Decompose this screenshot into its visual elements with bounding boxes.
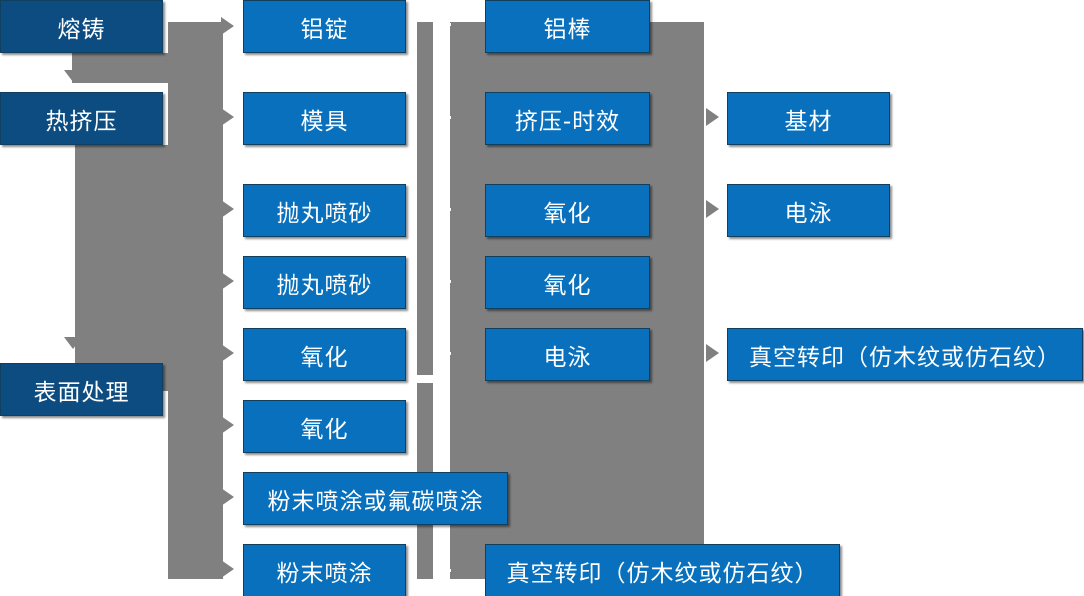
- stage-label-surface-treatment: 表面处理: [33, 379, 130, 406]
- operation-box-electrophoresis[interactable]: 电泳: [485, 328, 650, 381]
- fanout-arrow-6: [221, 416, 234, 434]
- connector-extrusion-to-surface-arrow: [64, 337, 82, 349]
- output-arrow-vacuum-transfer: [706, 344, 719, 362]
- fanout-arrow-3: [221, 200, 234, 218]
- process-label-powder-or-fluorocarbon: 粉末喷涂或氟碳喷涂: [267, 488, 484, 515]
- process-box-shot-blasting-1[interactable]: 抛丸喷砂: [243, 184, 406, 237]
- connector-extrusion-to-surface-band: [75, 145, 182, 363]
- operation-label-oxidation-2: 氧化: [543, 272, 592, 299]
- stage-box-hot-extrusion[interactable]: 热挤压: [0, 92, 163, 145]
- operation-box-oxidation-1[interactable]: 氧化: [485, 184, 650, 237]
- fanout-arrow-4: [221, 272, 234, 290]
- middle-bar-narrow-top: [417, 22, 433, 375]
- output-box-substrate[interactable]: 基材: [727, 92, 890, 145]
- fanout-arrow-7: [221, 488, 234, 506]
- operation-box-aluminum-bar[interactable]: 铝棒: [485, 0, 650, 53]
- output-label-electrophoresis: 电泳: [784, 200, 833, 227]
- output-box-vacuum-transfer[interactable]: 真空转印（仿木纹或仿石纹）: [727, 328, 1083, 381]
- middle-tick-5: [433, 352, 451, 355]
- output-label-vacuum-transfer: 真空转印（仿木纹或仿石纹）: [749, 344, 1061, 371]
- process-label-shot-blasting-2: 抛丸喷砂: [276, 272, 373, 299]
- output-arrow-substrate: [706, 108, 719, 126]
- process-box-oxidation-2[interactable]: 氧化: [243, 400, 406, 453]
- operation-box-extrusion-aging[interactable]: 挤压-时效: [485, 92, 650, 145]
- operation-label-oxidation-1: 氧化: [543, 200, 592, 227]
- process-box-aluminum-ingot[interactable]: 铝锭: [243, 0, 406, 53]
- connector-melt-to-extrusion-band: [72, 53, 182, 83]
- operation-label-aluminum-bar: 铝棒: [543, 16, 592, 43]
- middle-tick-6: [433, 569, 451, 572]
- fanout-arrow-1: [221, 17, 234, 35]
- fanout-arrow-2: [221, 108, 234, 126]
- fanout-bar-left: [168, 22, 223, 579]
- process-label-oxidation-1: 氧化: [300, 344, 349, 371]
- output-box-electrophoresis[interactable]: 电泳: [727, 184, 890, 237]
- process-label-aluminum-ingot: 铝锭: [300, 16, 349, 43]
- output-label-substrate: 基材: [784, 108, 833, 135]
- stage-box-melt-cast[interactable]: 熔铸: [0, 0, 163, 53]
- connector-surface-to-bar: [160, 389, 190, 391]
- process-box-shot-blasting-2[interactable]: 抛丸喷砂: [243, 256, 406, 309]
- operation-label-extrusion-aging: 挤压-时效: [514, 108, 621, 135]
- process-label-mold: 模具: [300, 108, 349, 135]
- operation-box-oxidation-2[interactable]: 氧化: [485, 256, 650, 309]
- operation-label-electrophoresis: 电泳: [543, 344, 592, 371]
- process-label-shot-blasting-1: 抛丸喷砂: [276, 200, 373, 227]
- operation-label-vacuum-transfer: 真空转印（仿木纹或仿石纹）: [506, 560, 819, 587]
- stage-box-surface-treatment[interactable]: 表面处理: [0, 363, 163, 416]
- process-box-oxidation-1[interactable]: 氧化: [243, 328, 406, 381]
- middle-tick-1: [433, 23, 451, 26]
- process-box-mold[interactable]: 模具: [243, 92, 406, 145]
- fanout-arrow-5: [221, 344, 234, 362]
- output-arrow-electrophoresis: [706, 200, 719, 218]
- middle-tick-4: [433, 280, 451, 283]
- stage-label-hot-extrusion: 热挤压: [45, 108, 118, 135]
- process-label-powder-coating: 粉末喷涂: [276, 560, 373, 587]
- process-label-oxidation-2: 氧化: [300, 416, 349, 443]
- operation-box-vacuum-transfer[interactable]: 真空转印（仿木纹或仿石纹）: [485, 544, 840, 596]
- fanout-arrow-8: [221, 560, 234, 578]
- stage-label-melt-cast: 熔铸: [57, 16, 106, 43]
- process-box-powder-or-fluorocarbon[interactable]: 粉末喷涂或氟碳喷涂: [243, 472, 508, 525]
- middle-tick-3: [433, 208, 451, 211]
- process-box-powder-coating[interactable]: 粉末喷涂: [243, 544, 406, 596]
- connector-surface-stub: [160, 363, 168, 391]
- middle-tick-2: [433, 116, 451, 119]
- connector-melt-to-extrusion-arrow: [64, 70, 82, 82]
